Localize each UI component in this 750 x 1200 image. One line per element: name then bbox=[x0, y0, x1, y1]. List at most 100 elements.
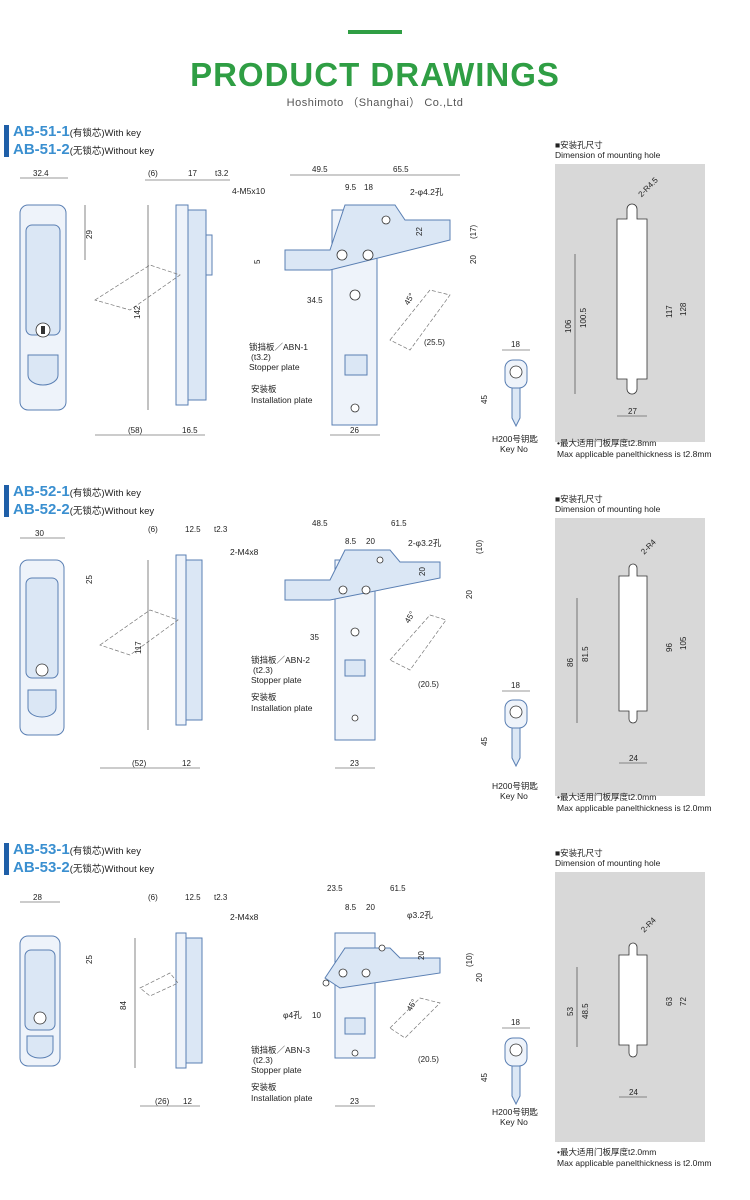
svg-text:20: 20 bbox=[418, 567, 427, 576]
svg-text:φ4孔: φ4孔 bbox=[283, 1010, 302, 1020]
svg-text:(10): (10) bbox=[465, 952, 474, 967]
svg-text:Installation plate: Installation plate bbox=[251, 1093, 313, 1103]
svg-text:35: 35 bbox=[310, 633, 319, 642]
svg-text:(20.5): (20.5) bbox=[418, 1055, 439, 1064]
svg-text:12.5: 12.5 bbox=[185, 893, 201, 902]
latch-drawing: 30 25 (6) 12.5 t2.3 117 2-M4x8 (52) 12 锁… bbox=[19, 520, 538, 801]
svg-text:2-φ3.2孔: 2-φ3.2孔 bbox=[408, 538, 442, 548]
svg-text:22: 22 bbox=[415, 227, 424, 236]
svg-text:27: 27 bbox=[628, 407, 637, 416]
svg-text:9.5: 9.5 bbox=[345, 183, 357, 192]
model-with-key: AB-52-1(有锁芯)With key bbox=[13, 483, 141, 500]
svg-text:48.5: 48.5 bbox=[581, 1003, 590, 1019]
svg-text:32.4: 32.4 bbox=[33, 169, 49, 178]
mounting-hole-panel: 2-R4 86 81.5 96 105 24 bbox=[555, 518, 705, 796]
svg-text:2-R4: 2-R4 bbox=[639, 537, 658, 556]
svg-text:117: 117 bbox=[665, 305, 674, 318]
svg-text:45°: 45° bbox=[403, 610, 417, 625]
svg-text:Stopper plate: Stopper plate bbox=[251, 675, 302, 685]
svg-text:23.5: 23.5 bbox=[327, 884, 343, 893]
latch-drawing: 32.4 29 (6) 17 t3.2 142 4-M5x10 (58) 16.… bbox=[19, 165, 538, 454]
svg-text:2-M4x8: 2-M4x8 bbox=[230, 547, 259, 557]
latch-drawing: 28 25 (6) 12.5 t2.3 84 2-M4x8 (26) 12 锁挡… bbox=[19, 884, 538, 1127]
svg-text:2-M4x8: 2-M4x8 bbox=[230, 912, 259, 922]
svg-text:23: 23 bbox=[350, 759, 359, 768]
mounting-hole-panel: 2-R4.5 106 100.5 117 128 27 bbox=[555, 164, 705, 442]
svg-text:(t3.2): (t3.2) bbox=[251, 352, 271, 362]
svg-text:65.5: 65.5 bbox=[393, 165, 409, 174]
svg-text:(t2.3): (t2.3) bbox=[253, 665, 273, 675]
svg-text:12: 12 bbox=[183, 1097, 192, 1106]
svg-text:24: 24 bbox=[629, 1088, 638, 1097]
svg-text:安装板: 安装板 bbox=[251, 384, 277, 394]
svg-text:16.5: 16.5 bbox=[182, 426, 198, 435]
svg-text:18: 18 bbox=[511, 1018, 520, 1027]
svg-text:86: 86 bbox=[566, 658, 575, 667]
svg-text:45°: 45° bbox=[405, 998, 419, 1013]
svg-text:25: 25 bbox=[85, 955, 94, 964]
svg-text:29: 29 bbox=[85, 230, 94, 239]
svg-text:Key No: Key No bbox=[500, 791, 528, 801]
svg-text:(26): (26) bbox=[155, 1097, 170, 1106]
svg-text:锁挡板／ABN-3: 锁挡板／ABN-3 bbox=[251, 1045, 310, 1055]
svg-text:8.5: 8.5 bbox=[345, 903, 357, 912]
svg-text:(6): (6) bbox=[148, 893, 158, 902]
svg-text:2-R4: 2-R4 bbox=[639, 915, 658, 934]
svg-text:5: 5 bbox=[253, 259, 262, 264]
svg-text:34.5: 34.5 bbox=[307, 296, 323, 305]
mounting-hole-panel: 2-R4 53 48.5 63 72 24 bbox=[555, 872, 705, 1142]
svg-text:(58): (58) bbox=[128, 426, 143, 435]
company-name: Hoshimoto （Shanghai） Co.,Ltd bbox=[286, 97, 464, 109]
svg-text:96: 96 bbox=[665, 643, 674, 652]
section-accent-bar bbox=[4, 485, 9, 517]
svg-text:t2.3: t2.3 bbox=[214, 525, 228, 534]
svg-text:106: 106 bbox=[564, 319, 573, 333]
svg-text:18: 18 bbox=[511, 340, 520, 349]
section-accent-bar bbox=[4, 125, 9, 157]
svg-text:105: 105 bbox=[679, 636, 688, 650]
svg-text:Stopper plate: Stopper plate bbox=[249, 362, 300, 372]
svg-text:Stopper plate: Stopper plate bbox=[251, 1065, 302, 1075]
svg-text:Key No: Key No bbox=[500, 1117, 528, 1127]
svg-text:61.5: 61.5 bbox=[390, 884, 406, 893]
svg-text:20: 20 bbox=[475, 973, 484, 982]
svg-text:81.5: 81.5 bbox=[581, 646, 590, 662]
side-view: (6) 12.5 t2.3 84 2-M4x8 (26) 12 锁挡板／ABN-… bbox=[119, 893, 313, 1107]
svg-text:2-R4.5: 2-R4.5 bbox=[637, 175, 661, 199]
back-view: 23.5 61.5 8.5 20 φ3.2孔 45° 20 (10) 20 φ4… bbox=[283, 884, 484, 1107]
page-title: PRODUCT DRAWINGS bbox=[190, 56, 560, 93]
back-view: 49.5 65.5 9.5 18 2-φ4.2孔 45° 22 (17) 20 … bbox=[253, 165, 478, 436]
svg-text:117: 117 bbox=[134, 641, 143, 654]
svg-text:45: 45 bbox=[480, 737, 489, 746]
svg-text:t2.3: t2.3 bbox=[214, 893, 228, 902]
model-without-key: AB-52-2(无锁芯)Without key bbox=[13, 501, 155, 518]
svg-text:Key No: Key No bbox=[500, 444, 528, 454]
svg-text:锁挡板／ABN-1: 锁挡板／ABN-1 bbox=[249, 342, 308, 352]
svg-text:(25.5): (25.5) bbox=[424, 338, 445, 347]
svg-text:20: 20 bbox=[417, 951, 426, 960]
svg-text:10: 10 bbox=[312, 1011, 321, 1020]
svg-text:12: 12 bbox=[182, 759, 191, 768]
svg-text:18: 18 bbox=[364, 183, 373, 192]
section-accent-bar bbox=[4, 843, 9, 875]
svg-text:φ3.2孔: φ3.2孔 bbox=[407, 910, 433, 920]
svg-text:18: 18 bbox=[511, 681, 520, 690]
model-with-key: AB-53-1(有锁芯)With key bbox=[13, 841, 141, 858]
key-drawing: 18 45 H200号钥匙 Key No bbox=[480, 1018, 538, 1127]
svg-text:48.5: 48.5 bbox=[312, 520, 328, 528]
svg-text:安装板: 安装板 bbox=[251, 692, 277, 702]
svg-text:(20.5): (20.5) bbox=[418, 680, 439, 689]
svg-text:(6): (6) bbox=[148, 169, 158, 178]
svg-text:20: 20 bbox=[469, 255, 478, 264]
key-drawing: 18 45 H200号钥匙 Key No bbox=[480, 340, 538, 454]
svg-text:(52): (52) bbox=[132, 759, 147, 768]
svg-text:8.5: 8.5 bbox=[345, 537, 357, 546]
svg-text:(10): (10) bbox=[475, 539, 484, 554]
svg-text:45: 45 bbox=[480, 1073, 489, 1082]
svg-text:24: 24 bbox=[629, 754, 638, 763]
